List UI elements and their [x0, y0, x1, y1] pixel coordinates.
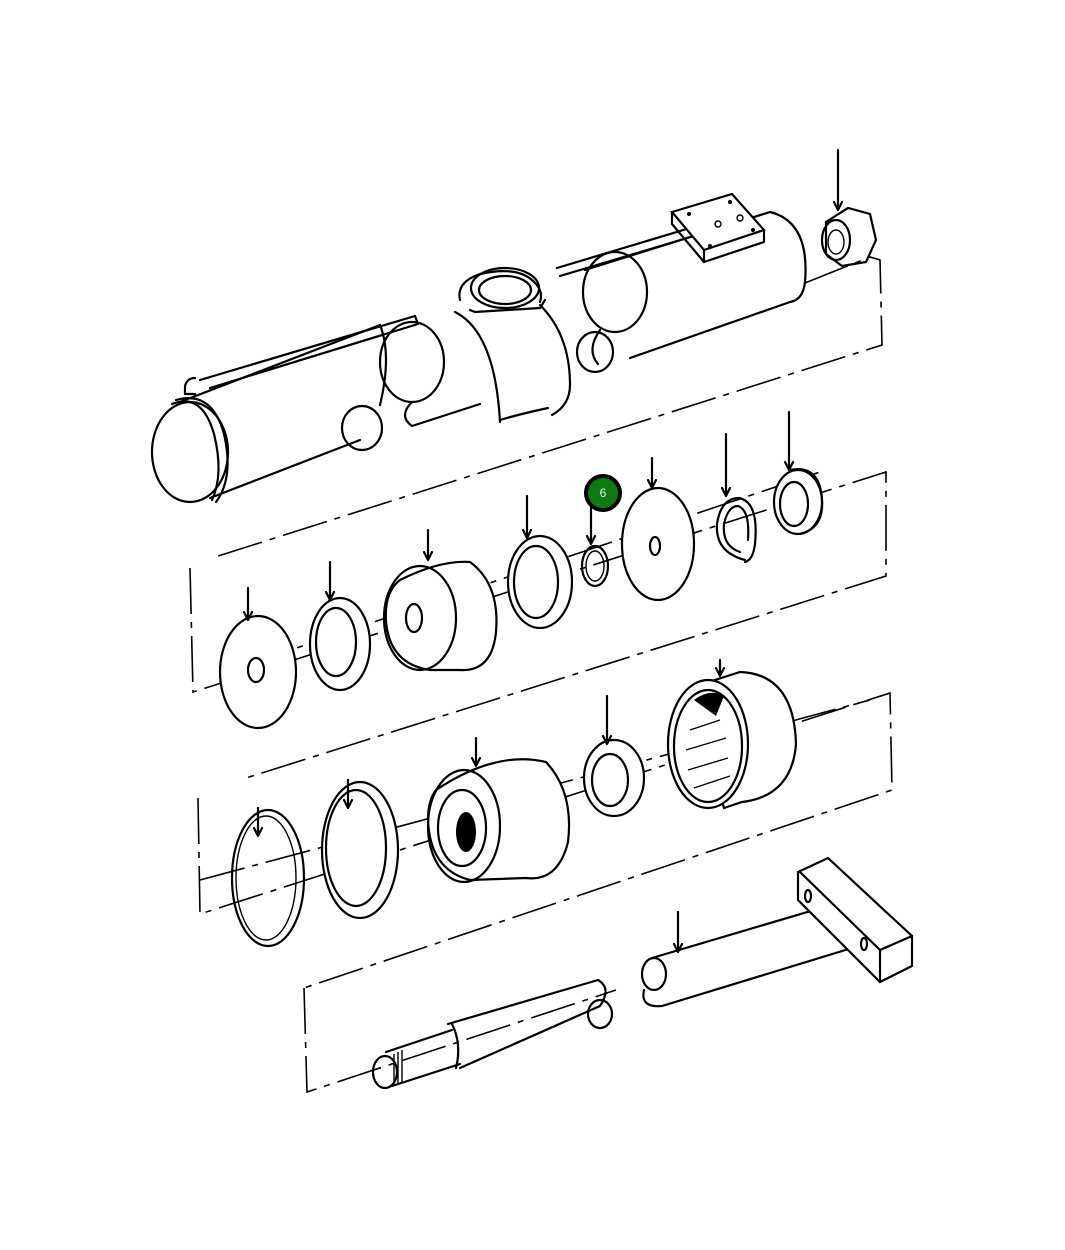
- small-o-ring-seal: [580, 504, 610, 588]
- piston-rod: [371, 978, 614, 1090]
- callout-badge-6[interactable]: 6: [584, 474, 622, 512]
- piston-washer: [218, 586, 298, 730]
- group-boundary-barrel: [211, 256, 883, 559]
- group-boundary-gland: [197, 691, 893, 989]
- cylinder-barrel: [150, 192, 807, 504]
- cylinder-end-cap: [666, 658, 798, 810]
- rod-wiper: [582, 694, 646, 818]
- seal-nut: [772, 410, 824, 536]
- retaining-plate: [620, 456, 696, 602]
- wear-ring: [308, 560, 372, 692]
- o-ring-large: [230, 806, 306, 948]
- piston: [382, 528, 498, 672]
- group-boundary-piston: [189, 470, 887, 779]
- backup-ring: [506, 494, 574, 630]
- gland-head: [426, 736, 571, 884]
- callout-label: 6: [599, 486, 607, 500]
- lock-nut: [820, 148, 878, 268]
- group-boundary-rod: [303, 987, 617, 1094]
- rod-end-clevis: [640, 856, 914, 1008]
- snap-ring: [715, 432, 757, 564]
- backup-ring-large: [320, 778, 400, 920]
